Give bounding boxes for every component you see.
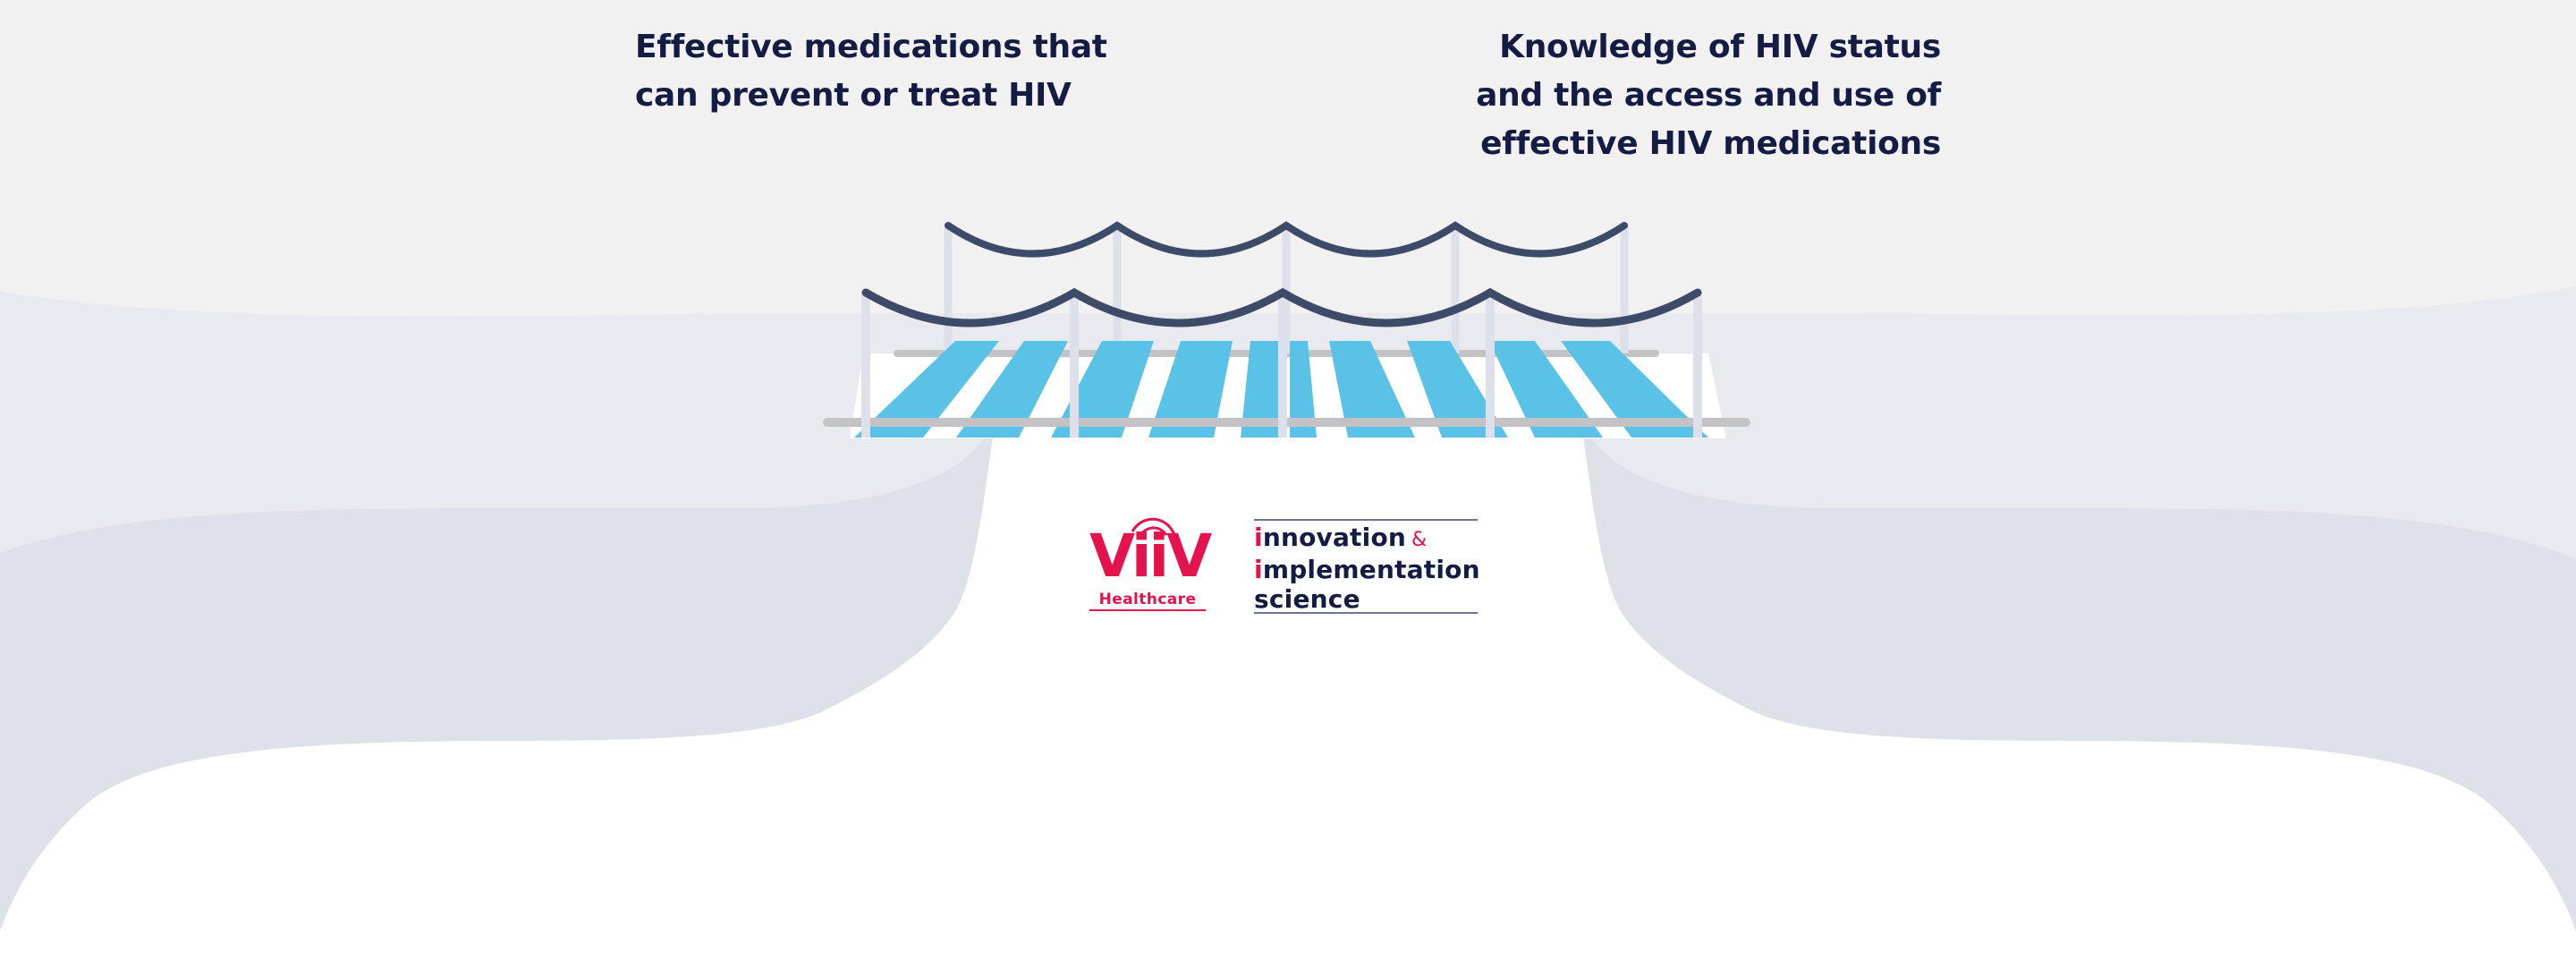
iis-line-innovation: innovation& — [1254, 523, 1478, 555]
caption-right-line: effective HIV medications — [1480, 125, 1941, 162]
plank — [1329, 341, 1415, 438]
iis-ampersand: & — [1411, 529, 1428, 551]
plank — [854, 341, 999, 438]
front-posts — [861, 293, 1702, 438]
caption-right-line: and the access and use of — [1476, 77, 1941, 114]
viiv-healthcare-logo: ViiV Healthcare — [1089, 514, 1212, 612]
plank — [1241, 341, 1279, 438]
iis-word: mplementation — [1262, 555, 1480, 584]
iis-word: nnovation — [1262, 523, 1407, 552]
viiv-subtitle: Healthcare — [1089, 591, 1206, 611]
caption-right: Knowledge of HIV status and the access a… — [1476, 23, 1941, 168]
back-rope — [945, 221, 1628, 258]
bridge-planks — [854, 341, 1708, 438]
front-rope — [861, 287, 1702, 327]
plank — [1407, 341, 1508, 438]
plank — [1290, 341, 1317, 438]
iis-initial: i — [1254, 523, 1263, 552]
caption-left-line: can prevent or treat HIV — [635, 77, 1072, 114]
plank — [1489, 341, 1603, 438]
caption-left: Effective medications that can prevent o… — [635, 23, 1107, 120]
iis-line-science: science — [1254, 584, 1360, 614]
viiv-wordmark: ViiV — [1089, 522, 1212, 591]
plank — [1561, 341, 1708, 438]
iis-initial: i — [1254, 555, 1263, 584]
plank — [956, 341, 1068, 438]
ground-path — [0, 437, 2576, 978]
viiv-arc — [1131, 517, 1181, 545]
caption-right-line: Knowledge of HIV status — [1499, 29, 1941, 65]
iis-line-implementation: implementation — [1254, 555, 1480, 584]
plank — [1148, 341, 1233, 438]
viiv-arc-mark — [1131, 517, 1181, 545]
caption-left-line: Effective medications that — [635, 29, 1107, 65]
viiv-arc-inner — [1138, 526, 1168, 538]
innovation-implementation-science-logo: innovation& implementation science — [1254, 519, 1480, 614]
